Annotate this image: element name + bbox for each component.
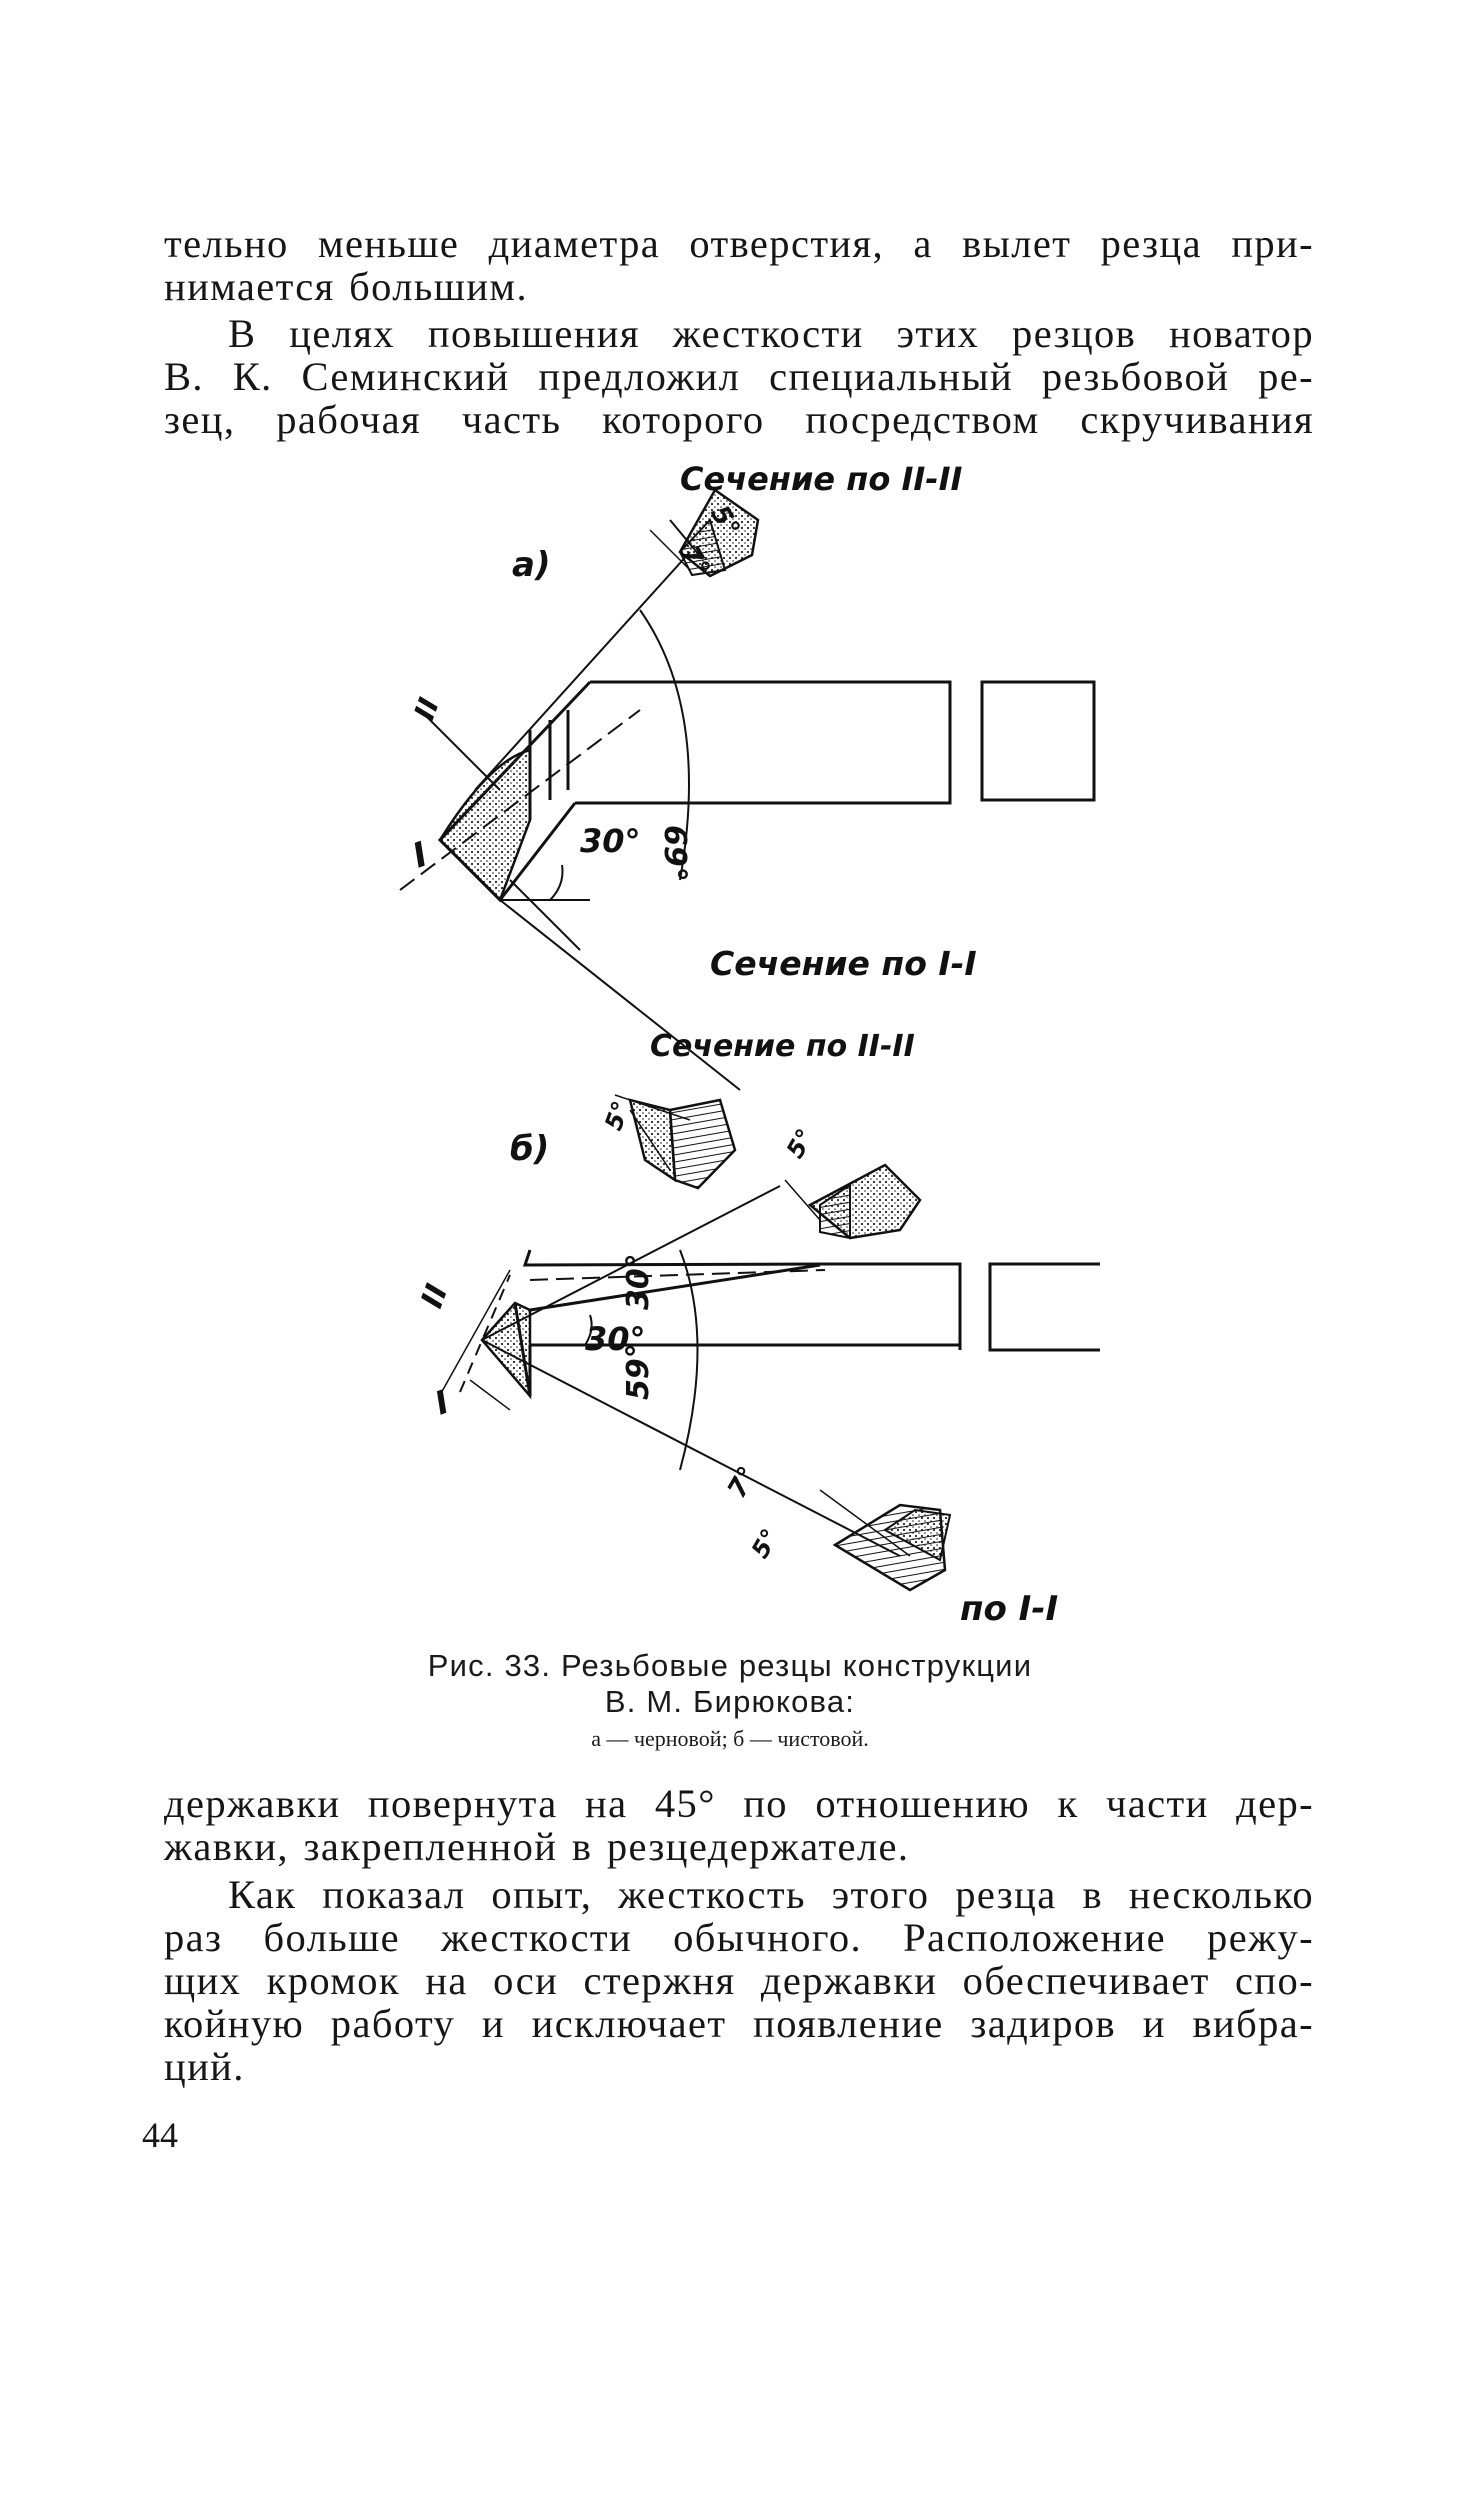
cutter-b bbox=[439, 1163, 1100, 1592]
figure-caption-title: Рис. 33. Резьбовые резцы конструкции bbox=[427, 1648, 1033, 1683]
text-line: тельно меньше диаметра отверстия, а выле… bbox=[164, 221, 1314, 266]
page-number: 44 bbox=[142, 2115, 178, 2155]
cutter-a bbox=[399, 488, 1096, 1190]
label-a: а) bbox=[512, 545, 550, 585]
paragraph-seminsky: В целях повышения жесткости этих резцов … bbox=[164, 312, 1314, 441]
angle-30-b2: 30° bbox=[621, 1253, 656, 1310]
text-line: Как показал опыт, жесткость этого резца … bbox=[228, 1872, 1314, 1917]
angle-5-b: 5° bbox=[781, 1124, 820, 1163]
cutter-drawing: Сечение по II-II а) 30° 69° 5° 7° Сечени… bbox=[399, 460, 1100, 1629]
text-line: раз больше жесткости обычного. Расположе… bbox=[164, 1915, 1314, 1960]
text-line: зец, рабочая часть которого посредством … bbox=[164, 397, 1314, 442]
text-line: жавки, закрепленной в резцедержателе. bbox=[164, 1824, 910, 1869]
label-section-II-b: Сечение по II-II bbox=[650, 1029, 915, 1064]
figure-caption-legend: а — черновой; б — чистовой. bbox=[591, 1726, 869, 1751]
figure-33-cutters: Сечение по II-II а) 30° 69° 5° 7° Сечени… bbox=[380, 460, 1100, 1640]
text-line: державки повернута на 45° по отношению к… bbox=[164, 1781, 1314, 1826]
label-section-I-b: по I-I bbox=[960, 1589, 1058, 1629]
text-line: койную работу и исключает появление зади… bbox=[164, 2001, 1314, 2046]
mark-II-b: II bbox=[415, 1280, 456, 1313]
section-box-a bbox=[980, 680, 1096, 802]
label-section-II-a: Сечение по II-II bbox=[680, 460, 962, 498]
label-b: б) bbox=[510, 1129, 549, 1169]
angle-69-a: 69° bbox=[657, 825, 692, 882]
paragraph-experience: Как показал опыт, жесткость этого резца … bbox=[164, 1873, 1314, 2088]
text-line: нимается большим. bbox=[164, 264, 528, 309]
label-section-I-a: Сечение по I-I bbox=[710, 944, 977, 983]
angle-59-b: 59° bbox=[621, 1343, 656, 1400]
angle-5b-b: 5° bbox=[746, 1524, 785, 1563]
paragraph-continuation: тельно меньше диаметра отверстия, а выле… bbox=[164, 222, 1314, 308]
angle-30-b1: 30° bbox=[585, 1320, 646, 1358]
mark-I-b: I bbox=[430, 1383, 454, 1423]
text-line: щих кромок на оси стержня державки обесп… bbox=[164, 1958, 1314, 2003]
paragraph-holder: державки повернута на 45° по отношению к… bbox=[164, 1782, 1314, 1868]
angle-30-a: 30° bbox=[580, 822, 641, 860]
mark-II-a: II bbox=[408, 694, 446, 725]
mark-I-a: I bbox=[407, 835, 433, 877]
figure-caption-author: В. М. Бирюкова: bbox=[604, 1684, 856, 1719]
section-box-b bbox=[988, 1262, 1100, 1352]
cutting-insert-a bbox=[438, 748, 532, 903]
text-line: В целях повышения жесткости этих резцов … bbox=[228, 311, 1314, 356]
text-line: В. К. Семинский предложил специальный ре… bbox=[164, 354, 1314, 399]
text-line: ций. bbox=[164, 2044, 245, 2089]
